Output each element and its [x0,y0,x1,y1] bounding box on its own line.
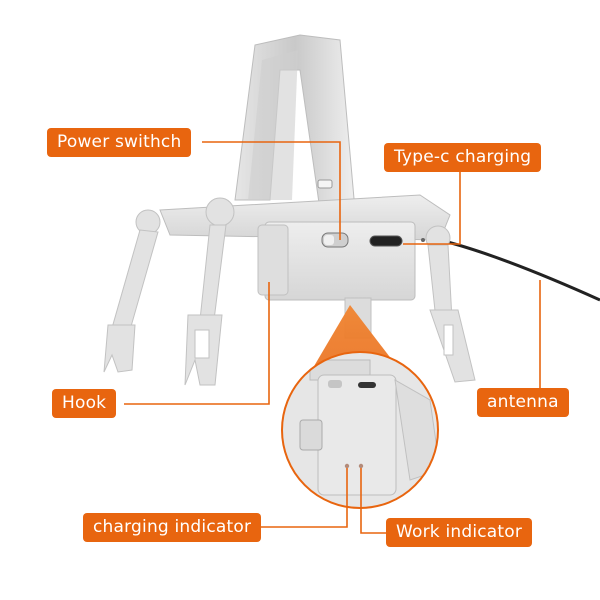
antenna-cable [439,238,600,302]
legs [103,197,476,386]
battery-module [257,221,425,301]
callout-work-indicator: Work indicator [386,518,533,547]
callout-antenna: antenna [477,388,569,417]
strap [234,34,356,211]
leader-lines [124,141,541,534]
callout-hook: Hook [52,389,117,418]
callout-type-c-charging: Type-c charging [384,143,542,172]
detail-inset [281,351,439,509]
callout-charging-indicator: charging indicator [83,513,262,542]
callout-power-switch: Power swithch [47,128,192,157]
